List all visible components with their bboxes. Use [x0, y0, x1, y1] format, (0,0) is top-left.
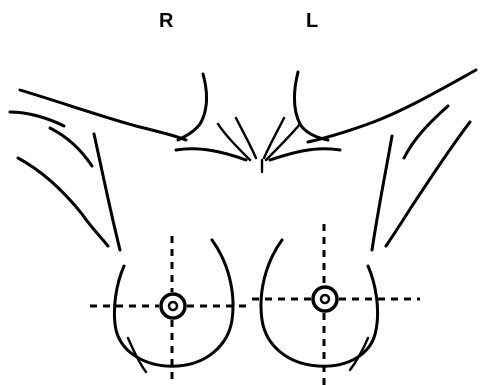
right-shoulder-line [20, 90, 186, 140]
sternal-notch-line-2 [236, 118, 256, 158]
left-shoulder-line [308, 70, 476, 142]
right-clavicle-line [176, 149, 246, 160]
right-nipple-icon [169, 302, 177, 310]
left-side-label: L [306, 9, 318, 33]
neck-right-line [178, 74, 206, 140]
right-arm-crease [50, 128, 92, 166]
neck-left-line [294, 72, 328, 140]
left-areola-icon [313, 287, 337, 311]
right-arm-lower-line [18, 158, 108, 246]
left-arm-lower-line [386, 122, 470, 246]
left-torso-side [372, 136, 392, 250]
left-arm-inner-line [404, 106, 448, 158]
right-side-label: R [159, 9, 173, 33]
left-clavicle-line [270, 149, 340, 160]
right-areola-icon [161, 294, 185, 318]
left-breast-outline [261, 240, 378, 366]
right-breast-fold [128, 338, 146, 372]
left-nipple-icon [321, 295, 329, 303]
left-breast-fold [350, 338, 368, 370]
right-arm-upper-line [10, 112, 64, 126]
